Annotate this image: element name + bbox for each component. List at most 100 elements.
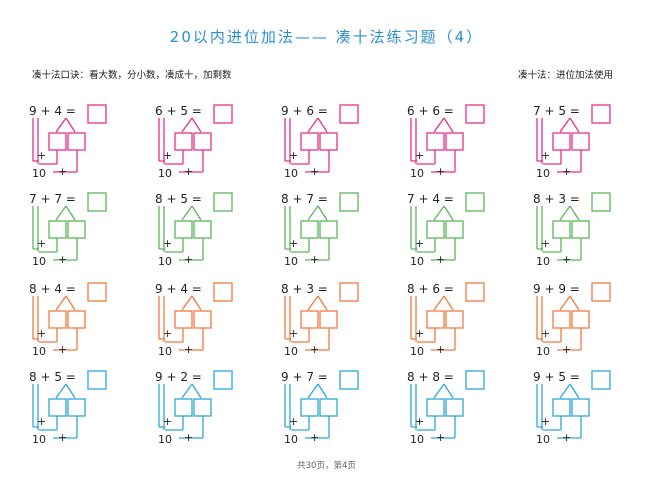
split-box-left[interactable] [174,310,193,329]
answer-box[interactable] [591,282,611,302]
split-box-right[interactable] [319,398,338,417]
split-box-left[interactable] [48,220,67,239]
split-box-right[interactable] [571,132,590,151]
split-box-right[interactable] [319,220,338,239]
answer-box[interactable] [339,192,359,212]
plus-sign: + [58,165,68,178]
split-box-left[interactable] [426,310,445,329]
split-box-right[interactable] [445,310,464,329]
split-box-left[interactable] [48,132,67,151]
split-box-right[interactable] [67,220,86,239]
split-box-left[interactable] [300,132,319,151]
split-box-left[interactable] [552,220,571,239]
answer-box[interactable] [591,370,611,390]
bracket-second [179,150,204,173]
answer-box[interactable] [87,370,107,390]
answer-box[interactable] [591,192,611,212]
plus-sign: + [541,327,551,340]
split-box-left[interactable] [426,220,445,239]
split-lines [181,205,202,221]
plus-sign: + [289,415,299,428]
answer-box[interactable] [465,192,485,212]
plus-sign: + [58,253,68,266]
equation-text: 8 + 3 = [533,192,580,206]
split-box-left[interactable] [48,398,67,417]
ten-label: 10 [158,167,172,180]
split-box-left[interactable] [300,220,319,239]
split-box-left[interactable] [552,310,571,329]
answer-box[interactable] [213,104,233,124]
split-box-left[interactable] [300,310,319,329]
bracket-second [53,150,78,173]
split-box-left[interactable] [174,398,193,417]
exercise-item: 9 + 4 =+10+ [155,282,255,362]
ten-label: 10 [32,167,46,180]
decomposition-diagram [158,282,233,351]
split-box-right[interactable] [571,310,590,329]
split-box-left[interactable] [426,132,445,151]
plus-sign: + [436,431,446,444]
split-box-right[interactable] [445,398,464,417]
ten-label: 10 [284,167,298,180]
answer-box[interactable] [339,370,359,390]
plus-sign: + [541,149,551,162]
split-box-right[interactable] [571,220,590,239]
bracket-second [431,238,456,261]
exercise-item: 8 + 5 =+10+ [29,370,129,450]
answer-box[interactable] [213,370,233,390]
split-box-left[interactable] [300,398,319,417]
answer-box[interactable] [213,282,233,302]
split-box-right[interactable] [193,220,212,239]
split-box-right[interactable] [571,398,590,417]
split-box-left[interactable] [48,310,67,329]
answer-box[interactable] [465,370,485,390]
plus-sign: + [415,327,425,340]
split-lines [559,205,580,221]
split-box-right[interactable] [67,398,86,417]
split-lines [55,205,76,221]
decomposition-diagram [284,104,359,173]
split-box-left[interactable] [174,220,193,239]
split-lines [181,295,202,311]
split-box-right[interactable] [193,310,212,329]
split-box-right[interactable] [319,132,338,151]
split-box-right[interactable] [445,220,464,239]
equation-text: 9 + 7 = [281,370,328,384]
split-box-right[interactable] [67,132,86,151]
answer-box[interactable] [87,104,107,124]
split-box-left[interactable] [552,132,571,151]
split-box-right[interactable] [319,310,338,329]
split-box-right[interactable] [445,132,464,151]
split-box-right[interactable] [193,398,212,417]
exercise-item: 9 + 7 =+10+ [281,370,381,450]
ten-label: 10 [284,345,298,358]
answer-box[interactable] [87,192,107,212]
split-lines [433,383,454,399]
answer-box[interactable] [339,282,359,302]
split-box-left[interactable] [174,132,193,151]
ten-label: 10 [284,433,298,446]
split-box-right[interactable] [67,310,86,329]
bracket-connect [541,206,562,253]
answer-box[interactable] [591,104,611,124]
split-box-left[interactable] [426,398,445,417]
plus-sign: + [541,415,551,428]
answer-box[interactable] [87,282,107,302]
answer-box[interactable] [465,104,485,124]
ten-label: 10 [158,345,172,358]
equation-text: 6 + 6 = [407,104,454,118]
exercise-item: 8 + 5 =+10+ [155,192,255,272]
split-lines [433,295,454,311]
ten-label: 10 [410,345,424,358]
answer-box[interactable] [465,282,485,302]
ten-label: 10 [32,345,46,358]
answer-box[interactable] [339,104,359,124]
split-lines [433,117,454,133]
decomposition-diagram [410,104,485,173]
split-box-right[interactable] [193,132,212,151]
plus-sign: + [184,431,194,444]
ten-label: 10 [32,255,46,268]
answer-box[interactable] [213,192,233,212]
split-box-left[interactable] [552,398,571,417]
exercise-item: 8 + 3 =+10+ [281,282,381,362]
